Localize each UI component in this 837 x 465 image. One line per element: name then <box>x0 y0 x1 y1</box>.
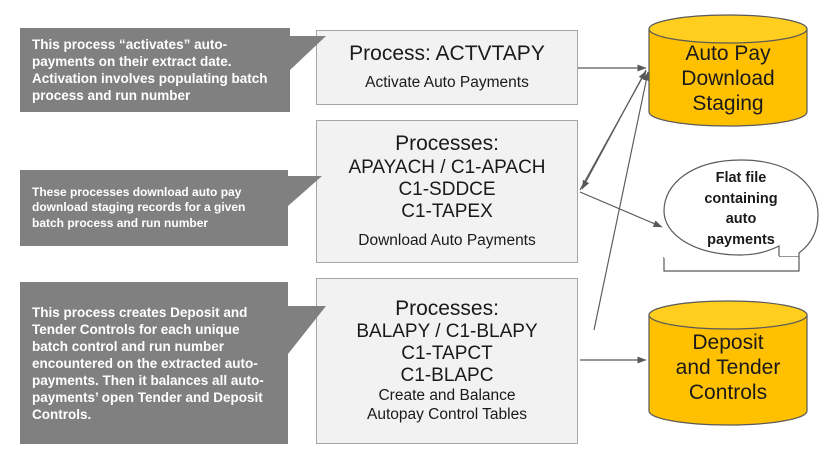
process-subtitle: Download Auto Payments <box>358 231 536 249</box>
connector-download-to-staging <box>579 70 647 191</box>
datastore-flat-file[interactable]: Flat file containing auto payments <box>648 158 834 282</box>
connector-balance-to-staging <box>593 71 650 331</box>
callout-balance: This process creates Deposit and Tender … <box>20 282 288 444</box>
document-callout-icon <box>663 159 819 272</box>
process-subtitle: Activate Auto Payments <box>365 73 529 91</box>
callout-balance-text: This process creates Deposit and Tender … <box>32 304 264 422</box>
process-subtitle: Autopay Control Tables <box>367 406 527 424</box>
callout-balance-tail <box>288 306 326 354</box>
process-code: C1-TAPEX <box>401 200 493 222</box>
callout-download-tail <box>288 176 322 206</box>
process-heading: Processes: <box>395 296 499 320</box>
cylinder-icon <box>648 300 808 426</box>
connector-staging-to-download <box>581 69 647 190</box>
callout-activate: This process “activates” auto-payments o… <box>20 28 290 112</box>
cylinder-icon <box>648 14 808 127</box>
process-heading: Processes: <box>395 132 499 156</box>
process-code: BALAPY / C1-BLAPY <box>356 321 538 343</box>
callout-activate-tail <box>290 36 326 70</box>
process-code: C1-TAPCT <box>401 343 493 365</box>
process-box-activate[interactable]: Process: ACTVTAPY Activate Auto Payments <box>316 30 578 105</box>
callout-download: These processes download auto pay downlo… <box>20 170 288 246</box>
process-subtitle: Create and Balance <box>378 387 516 405</box>
process-code: APAYACH / C1-APACH <box>348 156 546 178</box>
datastore-deposit-and-tender-controls[interactable]: Deposit and Tender Controls <box>648 300 808 426</box>
datastore-auto-pay-download-staging[interactable]: Auto Pay Download Staging <box>648 14 808 127</box>
process-heading: Process: ACTVTAPY <box>349 42 545 66</box>
process-code: C1-SDDCE <box>398 178 496 200</box>
callout-download-text: These processes download auto pay downlo… <box>32 185 246 230</box>
process-box-balance[interactable]: Processes: BALAPY / C1-BLAPY C1-TAPCT C1… <box>316 278 578 444</box>
process-box-download[interactable]: Processes: APAYACH / C1-APACH C1-SDDCE C… <box>316 120 578 263</box>
callout-activate-text: This process “activates” auto-payments o… <box>32 37 268 103</box>
process-code: C1-BLAPC <box>400 365 494 387</box>
